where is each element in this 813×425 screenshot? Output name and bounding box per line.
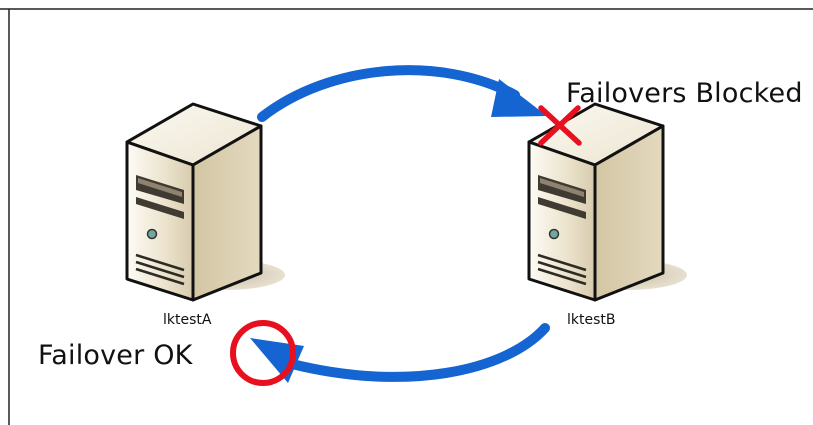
vent-line bbox=[135, 253, 185, 272]
vent-line bbox=[537, 260, 587, 279]
x-mark-icon bbox=[538, 105, 582, 146]
circle-mark-icon bbox=[230, 320, 296, 386]
drive-bay-slot bbox=[540, 178, 584, 197]
vent-line bbox=[135, 267, 185, 286]
arrow-shaft bbox=[287, 323, 550, 382]
drive-bay-slot bbox=[138, 178, 182, 197]
failover-ok-label: Failover OK bbox=[38, 340, 193, 371]
vent-line bbox=[135, 260, 185, 279]
drive-bay bbox=[538, 197, 586, 219]
failover-arrow-a-to-b bbox=[257, 65, 547, 122]
arrow-head bbox=[491, 79, 547, 117]
failovers-blocked-label: Failovers Blocked bbox=[566, 78, 803, 109]
vent-line bbox=[537, 253, 587, 272]
server-label-lktesta: lktestA bbox=[163, 312, 212, 328]
arrow-shaft bbox=[257, 65, 520, 122]
server-icon bbox=[527, 102, 687, 302]
power-button bbox=[548, 228, 560, 240]
drive-bay bbox=[136, 197, 184, 219]
server-label-lktestb: lktestB bbox=[567, 312, 616, 328]
server-icon bbox=[125, 102, 285, 302]
power-button bbox=[146, 228, 158, 240]
vent-line bbox=[537, 267, 587, 286]
